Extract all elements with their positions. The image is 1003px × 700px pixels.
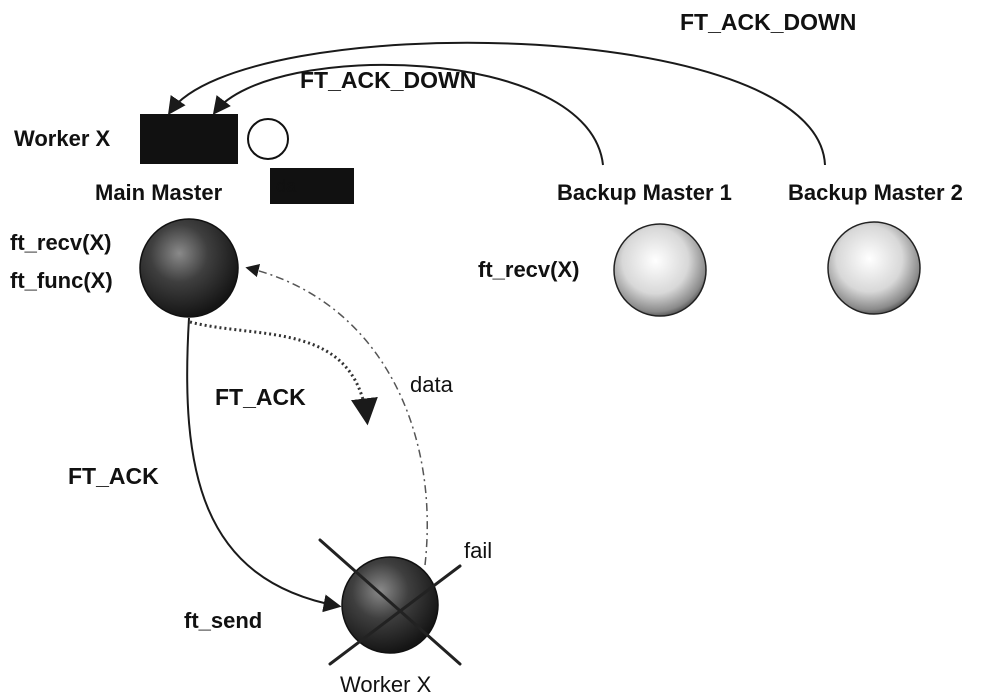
ft-ack-solid-arrow	[186, 317, 342, 613]
worker-x-data-block	[140, 114, 238, 164]
ft-ack-down-outer-label: FT_ACK_DOWN	[680, 9, 856, 35]
worker-x-top-label: Worker X	[14, 126, 111, 151]
worker-x-bottom-label: Worker X	[340, 672, 432, 697]
backup-master-1-label: Backup Master 1	[557, 180, 732, 205]
ft-recv-main-label: ft_recv(X)	[10, 230, 111, 255]
ft-func-main-label: ft_func(X)	[10, 268, 113, 293]
fail-label: fail	[464, 538, 492, 563]
ft-ack-dotted-label: FT_ACK	[215, 384, 306, 410]
cross-icon	[318, 538, 462, 666]
backup-master-2-label: Backup Master 2	[788, 180, 963, 205]
ft-send-label: ft_send	[184, 608, 262, 633]
data-block-label: da	[276, 176, 297, 196]
backup-master-1-node	[613, 223, 707, 317]
main-master-label: Main Master	[95, 180, 223, 205]
main-master-node	[139, 218, 239, 318]
data-arrow-label: data	[410, 372, 454, 397]
ft-recv-backup-label: ft_recv(X)	[478, 257, 579, 282]
ft-ack-down-inner-label: FT_ACK_DOWN	[300, 67, 476, 93]
ft-ack-solid-label: FT_ACK	[68, 463, 159, 489]
ft-ack-down-inner-arrow	[212, 63, 604, 166]
backup-master-2-node	[827, 221, 921, 315]
ft-ack-dotted-arrow	[189, 320, 378, 426]
empty-slot-circle	[247, 118, 289, 160]
data-arrow	[245, 263, 428, 566]
ft-ack-down-outer-arrow	[167, 41, 826, 166]
data-block	[270, 168, 354, 204]
